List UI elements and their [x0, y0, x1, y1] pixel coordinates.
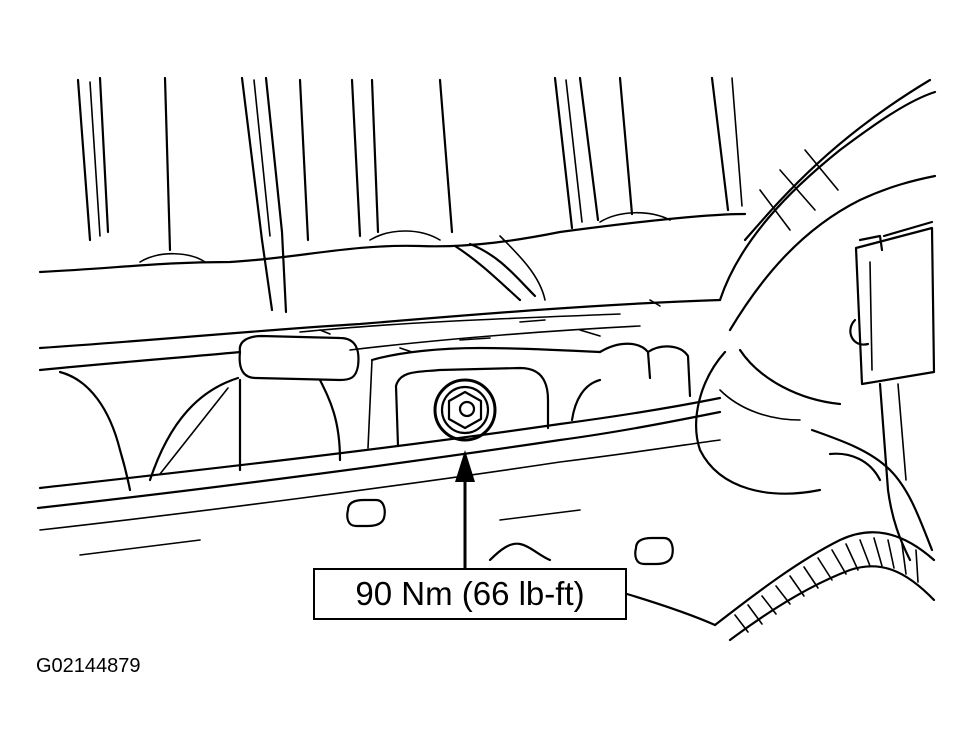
corrugated-hose	[625, 531, 936, 642]
figure-id-label: G02144879	[36, 655, 141, 677]
wiring-harness	[695, 78, 937, 552]
torque-spec-label: 90 Nm (66 lb-ft)	[355, 575, 585, 612]
callout-leader-arrow	[455, 450, 475, 570]
electrical-connector	[849, 220, 936, 562]
crossmember-frame	[36, 298, 722, 566]
bolt	[433, 378, 497, 442]
upper-housing	[38, 76, 747, 314]
torque-callout-box: 90 Nm (66 lb-ft)	[313, 568, 627, 620]
